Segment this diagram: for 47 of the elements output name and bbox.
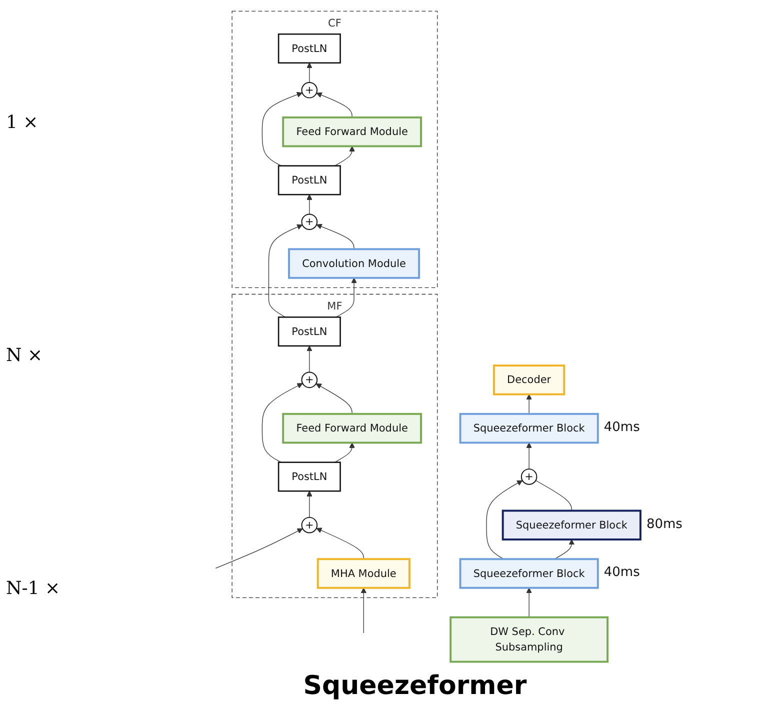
- arrow: [336, 278, 357, 318]
- arrow: [316, 528, 364, 560]
- repeat-count: N-1 ×: [6, 578, 62, 599]
- node-box: Feed Forward Module: [282, 116, 422, 148]
- node-box: Feed Forward Module: [282, 412, 422, 444]
- arrow: [360, 588, 367, 634]
- node-box: Decoder: [492, 364, 566, 396]
- node-box: Squeezeformer Block: [459, 412, 599, 444]
- arrow: [262, 383, 303, 463]
- arrow: [306, 346, 312, 373]
- arrow: [334, 146, 355, 166]
- node-box: Convolution Module: [288, 248, 420, 279]
- node-circle: +: [301, 516, 318, 534]
- node-circle: +: [301, 214, 318, 230]
- arrow: [316, 224, 354, 250]
- arrow: [306, 62, 312, 83]
- arrow: [526, 588, 532, 618]
- node-box: Squeezeformer Block: [459, 558, 599, 589]
- node-box: PostLN: [278, 33, 341, 64]
- arrow: [268, 224, 303, 318]
- arrow: [526, 442, 532, 470]
- diagram-title: Squeezeformer: [303, 671, 527, 701]
- latency-label: 40ms: [604, 565, 640, 580]
- repeat-count: 1 ×: [6, 112, 40, 133]
- connector: [535, 480, 572, 512]
- latency-label: 40ms: [604, 420, 640, 436]
- arrow: [554, 539, 575, 560]
- node-box: PostLN: [278, 165, 341, 196]
- repeat-count: N ×: [6, 345, 44, 366]
- node-box: PostLN: [278, 316, 341, 347]
- node-box: MHA Module: [316, 558, 410, 589]
- arrow: [334, 442, 355, 463]
- arrow: [262, 92, 302, 166]
- arrow: [306, 490, 312, 518]
- latency-label: 80ms: [646, 517, 682, 532]
- node-circle: +: [520, 468, 538, 485]
- arrow: [316, 92, 352, 118]
- node-box: DW Sep. Conv Subsampling: [450, 616, 608, 663]
- node-box: Squeezeformer Block: [502, 510, 642, 540]
- arrow: [486, 480, 523, 560]
- arrow: [306, 194, 312, 215]
- arrow: [215, 528, 303, 568]
- node-circle: +: [301, 372, 318, 388]
- arrow: [316, 383, 352, 414]
- arrow: [526, 394, 532, 414]
- node-box: PostLN: [278, 462, 341, 492]
- node-circle: +: [301, 82, 318, 98]
